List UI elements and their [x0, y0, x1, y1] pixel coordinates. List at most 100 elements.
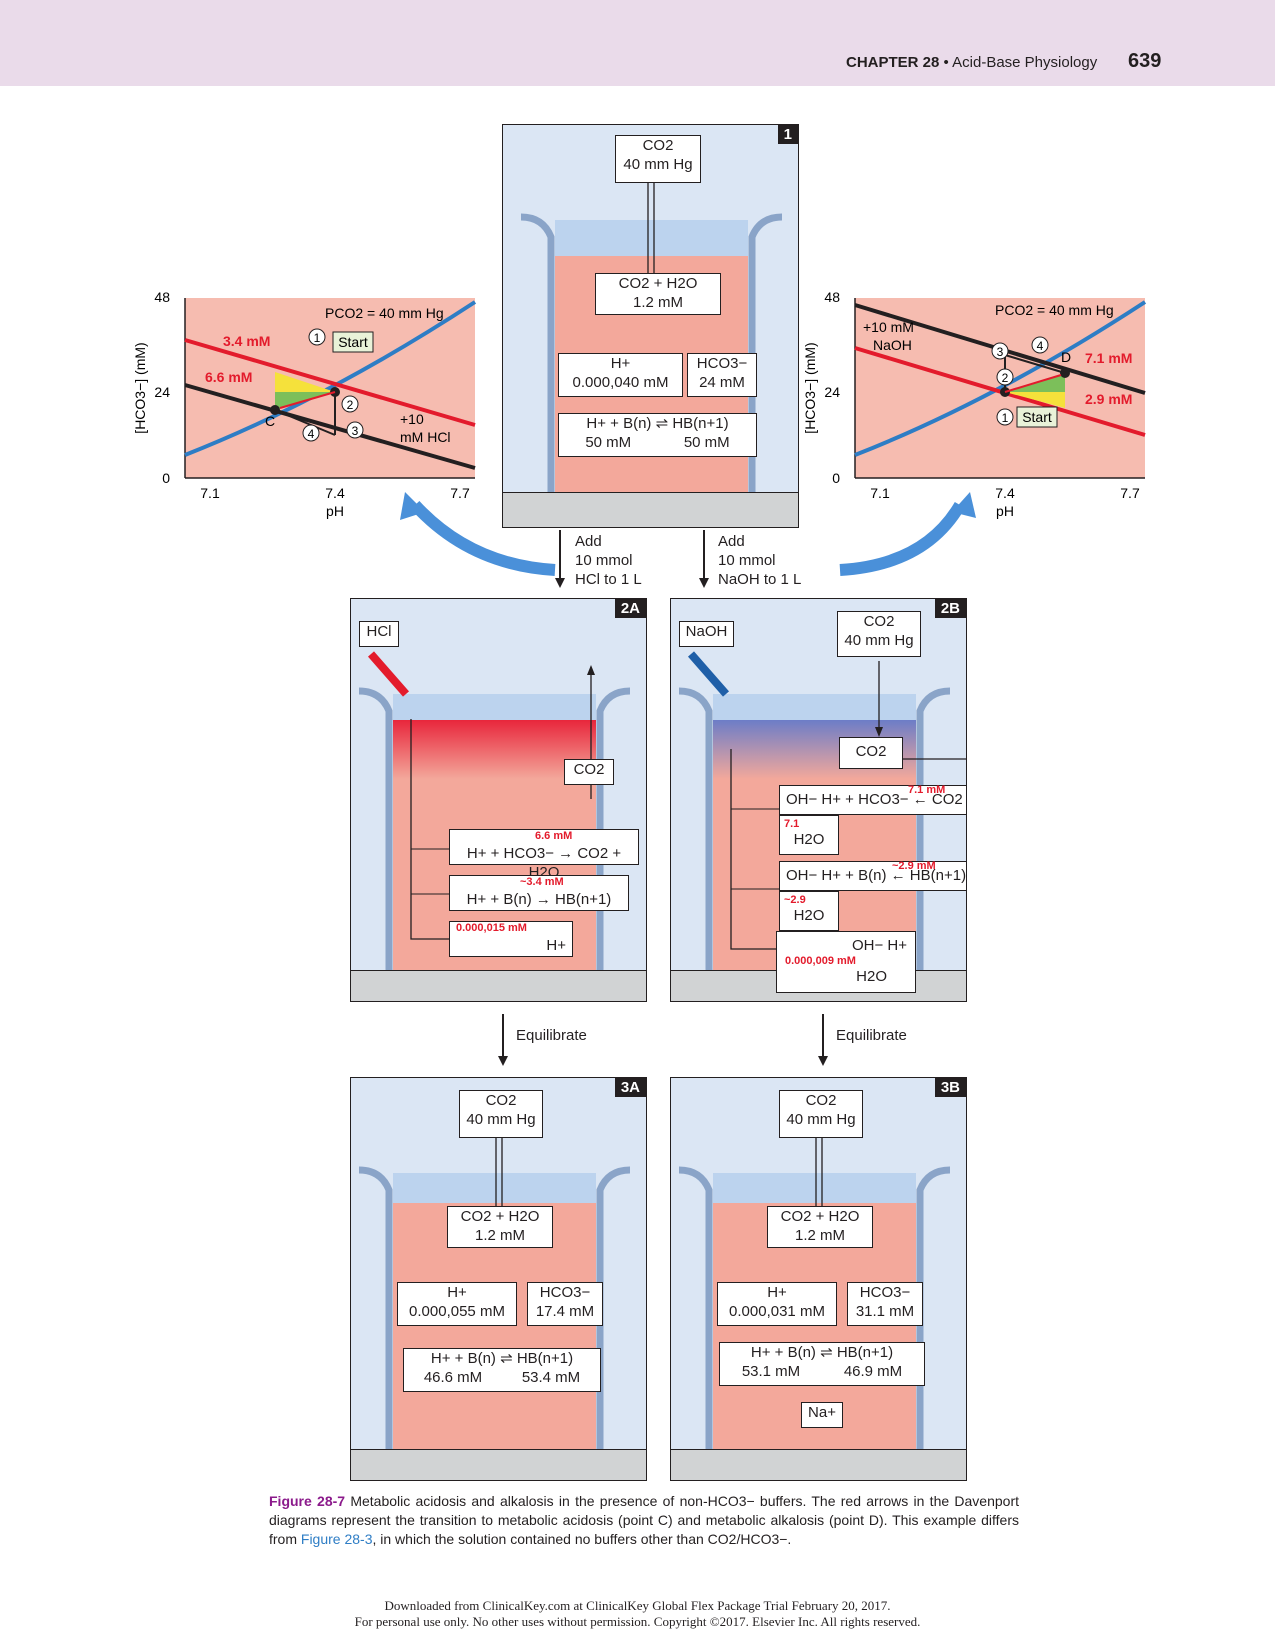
left-isobar-label: PCO2 = 40 mm Hg	[325, 305, 444, 321]
buffer-reaction-box: ~3.4 mM H+ + B(n) → HB(n+1)	[449, 875, 629, 911]
left-isobar-curve	[184, 300, 477, 457]
footer-line-1: Downloaded from ClinicalKey.com at Clini…	[384, 1598, 891, 1613]
hydroxide-bicarbonate-amount: 7.1 mM	[908, 784, 946, 796]
right-step-1: 1	[1002, 411, 1009, 425]
equilibrate-label-right: Equilibrate	[836, 1027, 907, 1044]
left-buffer-line-shifted	[184, 383, 476, 470]
left-y-axis-label: [HCO3−] (mM)	[132, 342, 148, 433]
right-x-tick-71: 7.1	[870, 485, 890, 501]
left-step-4: 4	[308, 427, 315, 441]
figure-reference-link[interactable]: Figure 28-3	[300, 1531, 373, 1547]
buffer-box: H+ + B(n) ⇌ HB(n+1) 50 mM 50 mM	[558, 413, 757, 457]
left-davenport-diagram: 48 24 0 7.1 7.4 7.7 pH [HCO3−] (mM) PCO2…	[132, 289, 477, 519]
equilibrate-label-left: Equilibrate	[516, 1027, 587, 1044]
page-number: 639	[1128, 50, 1162, 72]
add-hcl-line3: HCl to 1 L	[575, 571, 642, 588]
right-step-4: 4	[1037, 339, 1044, 353]
add-naoh-line3: NaOH to 1 L	[718, 571, 802, 588]
buffer-box-3a: H+ + B(n) ⇌ HB(n+1) 46.6 mM 53.4 mM	[403, 1348, 601, 1392]
caption-text-b: , in which the solution contained no buf…	[372, 1531, 792, 1547]
right-shift-line1: +10 mM	[863, 319, 914, 335]
beaker-3a-drawing	[358, 1138, 631, 1467]
left-label-3-4mM: 3.4 mM	[223, 333, 270, 349]
hydroxide-proton-box: OH− H+ 0.000,009 mM H2O	[776, 931, 916, 993]
sodium-box: Na+	[801, 1402, 843, 1428]
left-yellow-triangle	[275, 372, 335, 392]
panel-2b-tag: 2B	[934, 599, 966, 618]
left-point-c-label: C	[265, 413, 275, 429]
proton-value: 0.000,040 mM	[572, 374, 669, 391]
buffer-base-value-3a: 46.6 mM	[423, 1369, 483, 1386]
add-hcl-line2: 10 mmol	[575, 552, 633, 569]
right-davenport-diagram: 48 24 0 7.1 7.4 7.7 pH [HCO3−] (mM) PCO2…	[802, 289, 1147, 519]
naoh-reagent-label: NaOH	[679, 621, 734, 647]
buffer-base-value-3b: 53.1 mM	[741, 1363, 801, 1380]
co2-gas-box: CO2 40 mm Hg	[615, 135, 701, 183]
running-header: CHAPTER 28 • Acid-Base Physiology	[846, 54, 1097, 71]
left-y-tick-24: 24	[154, 384, 170, 400]
panel-1-initial-beaker: 1 CO2 40 mm Hg CO2 + H2O 1.2 mM H+ 0.000…	[502, 124, 799, 528]
left-x-tick-77: 7.7	[450, 485, 470, 501]
panel-3a-tag: 3A	[614, 1078, 646, 1097]
bicarbonate-reaction-box: 6.6 mM H+ + HCO3− → CO2 + H2O	[449, 829, 639, 881]
left-start-label: Start	[338, 334, 368, 350]
panel-3b-metabolic-alkalosis: 3B CO2 40 mm Hg CO2 + H2O 1.2 mM H+ 0.00…	[670, 1077, 967, 1481]
proton-box-3b: H+ 0.000,031 mM	[717, 1282, 837, 1326]
co2-pressure-2b: 40 mm Hg	[844, 632, 914, 649]
buffer-acid-value-3b: 46.9 mM	[843, 1363, 903, 1380]
bicarbonate-value: 24 mM	[699, 374, 745, 391]
right-y-axis-label: [HCO3−] (mM)	[802, 342, 818, 433]
dissolved-co2-value-3b: 1.2 mM	[794, 1227, 845, 1244]
add-hcl-line1: Add	[575, 533, 602, 550]
right-y-tick-48: 48	[824, 289, 840, 305]
co2-gas-label-3a: CO2	[485, 1092, 517, 1109]
add-hcl-label: Add 10 mmol HCl to 1 L	[575, 532, 642, 589]
right-step-2: 2	[1002, 371, 1009, 385]
proton-box-3a: H+ 0.000,055 mM	[397, 1282, 517, 1326]
water-product-3: H2O	[856, 968, 887, 985]
bench-surface-3b	[671, 1449, 966, 1480]
header-separator: •	[943, 54, 949, 71]
buffer-acid-value: 50 mM	[683, 434, 730, 451]
bicarbonate-value-3a: 17.4 mM	[535, 1303, 595, 1320]
free-proton-amount: 0.000,015 mM	[456, 922, 527, 934]
equilibrate-arrows	[498, 1014, 828, 1066]
right-start-label: Start	[1022, 409, 1052, 425]
hydroxide-proton-reaction: OH− H+	[851, 937, 907, 954]
arrow-to-left-chart	[410, 500, 556, 576]
beaker-1-drawing	[520, 183, 783, 514]
dissolved-co2-value-3a: 1.2 mM	[474, 1227, 525, 1244]
panel-1-tag: 1	[777, 125, 798, 144]
buffer-reaction: H+ + B(n) → HB(n+1)	[466, 891, 612, 908]
co2-gas-label-2b: CO2	[863, 613, 895, 630]
co2-h2o-label-3b: CO2 + H2O	[780, 1208, 860, 1225]
add-naoh-line2: 10 mmol	[718, 552, 776, 569]
hcl-reagent-label: HCl	[359, 621, 399, 647]
co2-gas-label-3b: CO2	[805, 1092, 837, 1109]
free-proton: H+	[546, 937, 566, 954]
proton-label-3a: H+	[447, 1284, 467, 1301]
hydroxide-buffer-box: OH− H+ + B(n) ← HB(n+1) ~2.9 mM	[779, 860, 966, 891]
co2-pressure: 40 mm Hg	[623, 156, 693, 173]
hydroxide-water-box-1: 7.1 H2O	[779, 815, 839, 855]
left-step-2: 2	[347, 398, 354, 412]
figure-label: Figure 28-7	[269, 1493, 346, 1509]
co2-box-2b: CO2	[839, 737, 903, 769]
header-band	[0, 0, 1275, 86]
right-yellow-triangle	[1005, 392, 1065, 408]
caption-text-a: Metabolic acidosis and alkalosis in the …	[269, 1493, 1019, 1547]
buffer-equation-3a: H+ + B(n) ⇌ HB(n+1)	[430, 1350, 574, 1367]
co2-gas-label: CO2	[642, 137, 674, 154]
panel-3b-tag: 3B	[934, 1078, 966, 1097]
figure-caption: Figure 28-7 Metabolic acidosis and alkal…	[269, 1492, 1019, 1549]
right-point-d-label: D	[1061, 349, 1071, 365]
bicarbonate-label-3a: HCO3−	[539, 1284, 591, 1301]
left-y-tick-48: 48	[154, 289, 170, 305]
hydroxide-buffer-amount: ~2.9 mM	[892, 860, 936, 872]
bicarbonate-box: HCO3− 24 mM	[687, 353, 757, 397]
hydroxide-water-amount-1: 7.1	[784, 818, 800, 830]
buffer-reaction-amount: ~3.4 mM	[520, 876, 564, 888]
proton-label: H+	[610, 355, 631, 372]
hydroxide-proton-amount: 0.000,009 mM	[785, 955, 856, 967]
buffer-acid-value-3a: 53.4 mM	[521, 1369, 581, 1386]
